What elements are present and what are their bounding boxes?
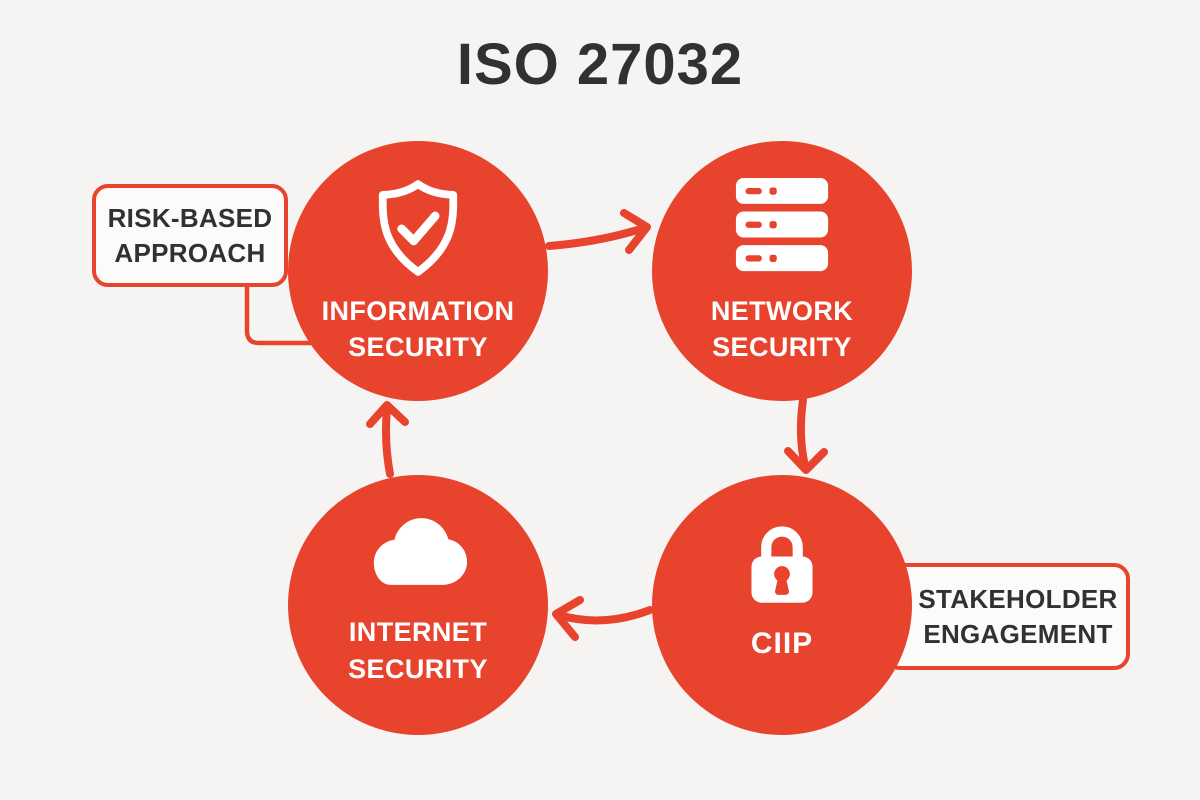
callout-risk-label: RISK-BASED APPROACH (108, 201, 273, 270)
shield-check-icon (378, 179, 458, 276)
node-network-content: NETWORK SECURITY (711, 177, 853, 366)
node-network-line2: SECURITY (712, 332, 852, 362)
node-internet-line2: SECURITY (348, 653, 488, 684)
callout-risk-line2: APPROACH (114, 237, 266, 268)
arrow-ciip-to-internet (552, 596, 654, 641)
callout-stakeholder-line2: ENGAGEMENT (923, 618, 1113, 649)
node-information-label: INFORMATION SECURITY (322, 293, 515, 366)
risk-callout-connector-line (244, 287, 318, 346)
arrow-internet-to-information (366, 401, 409, 478)
node-information-content: INFORMATION SECURITY (322, 177, 515, 366)
padlock-icon (751, 526, 813, 603)
arrow-information-to-network (545, 209, 651, 254)
node-information-line2: SECURITY (348, 332, 488, 362)
node-ciip-content: CIIP (745, 518, 819, 665)
callout-risk-based-approach: RISK-BASED APPROACH (92, 184, 288, 287)
node-internet-security: INTERNET SECURITY (288, 475, 548, 735)
cloud-icon (373, 518, 468, 585)
page-title: ISO 27032 (456, 32, 744, 97)
server-stack-icon (735, 177, 829, 271)
node-network-line1: NETWORK (710, 295, 854, 326)
node-network-security: NETWORK SECURITY (652, 141, 912, 401)
node-network-label: NETWORK SECURITY (711, 293, 853, 366)
arrow-network-to-ciip (784, 396, 828, 474)
node-information-line1: INFORMATION (321, 295, 515, 326)
callout-stakeholder-line1: STAKEHOLDER (918, 584, 1118, 615)
node-ciip: CIIP (652, 475, 912, 735)
callout-stakeholder-engagement: STAKEHOLDER ENGAGEMENT (884, 563, 1130, 670)
callout-stakeholder-label: STAKEHOLDER ENGAGEMENT (918, 582, 1117, 651)
node-ciip-line1: CIIP (750, 626, 814, 660)
node-internet-label: INTERNET SECURITY (348, 614, 488, 687)
node-ciip-label: CIIP (751, 624, 813, 665)
node-internet-content: INTERNET SECURITY (348, 515, 488, 687)
node-internet-line1: INTERNET (348, 617, 488, 648)
node-information-security: INFORMATION SECURITY (288, 141, 548, 401)
callout-risk-line1: RISK-BASED (107, 203, 273, 234)
